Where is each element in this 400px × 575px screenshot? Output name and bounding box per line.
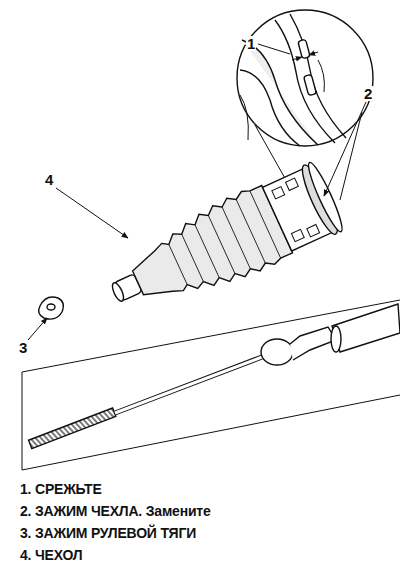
key-entry: 4. ЧЕХОЛ	[20, 548, 82, 562]
callout-number: 1	[246, 36, 256, 51]
key-entry: 3. ЗАЖИМ РУЛЕВОЙ ТЯГИ	[20, 526, 196, 540]
callout-number: 4	[44, 172, 54, 187]
key-entry: 2. ЗАЖИМ ЧЕХЛА. Замените	[20, 504, 211, 518]
callout-number: 2	[363, 86, 373, 101]
callout-number: 3	[18, 340, 28, 355]
key-entry: 1. СРЕЖЬТЕ	[20, 482, 102, 496]
